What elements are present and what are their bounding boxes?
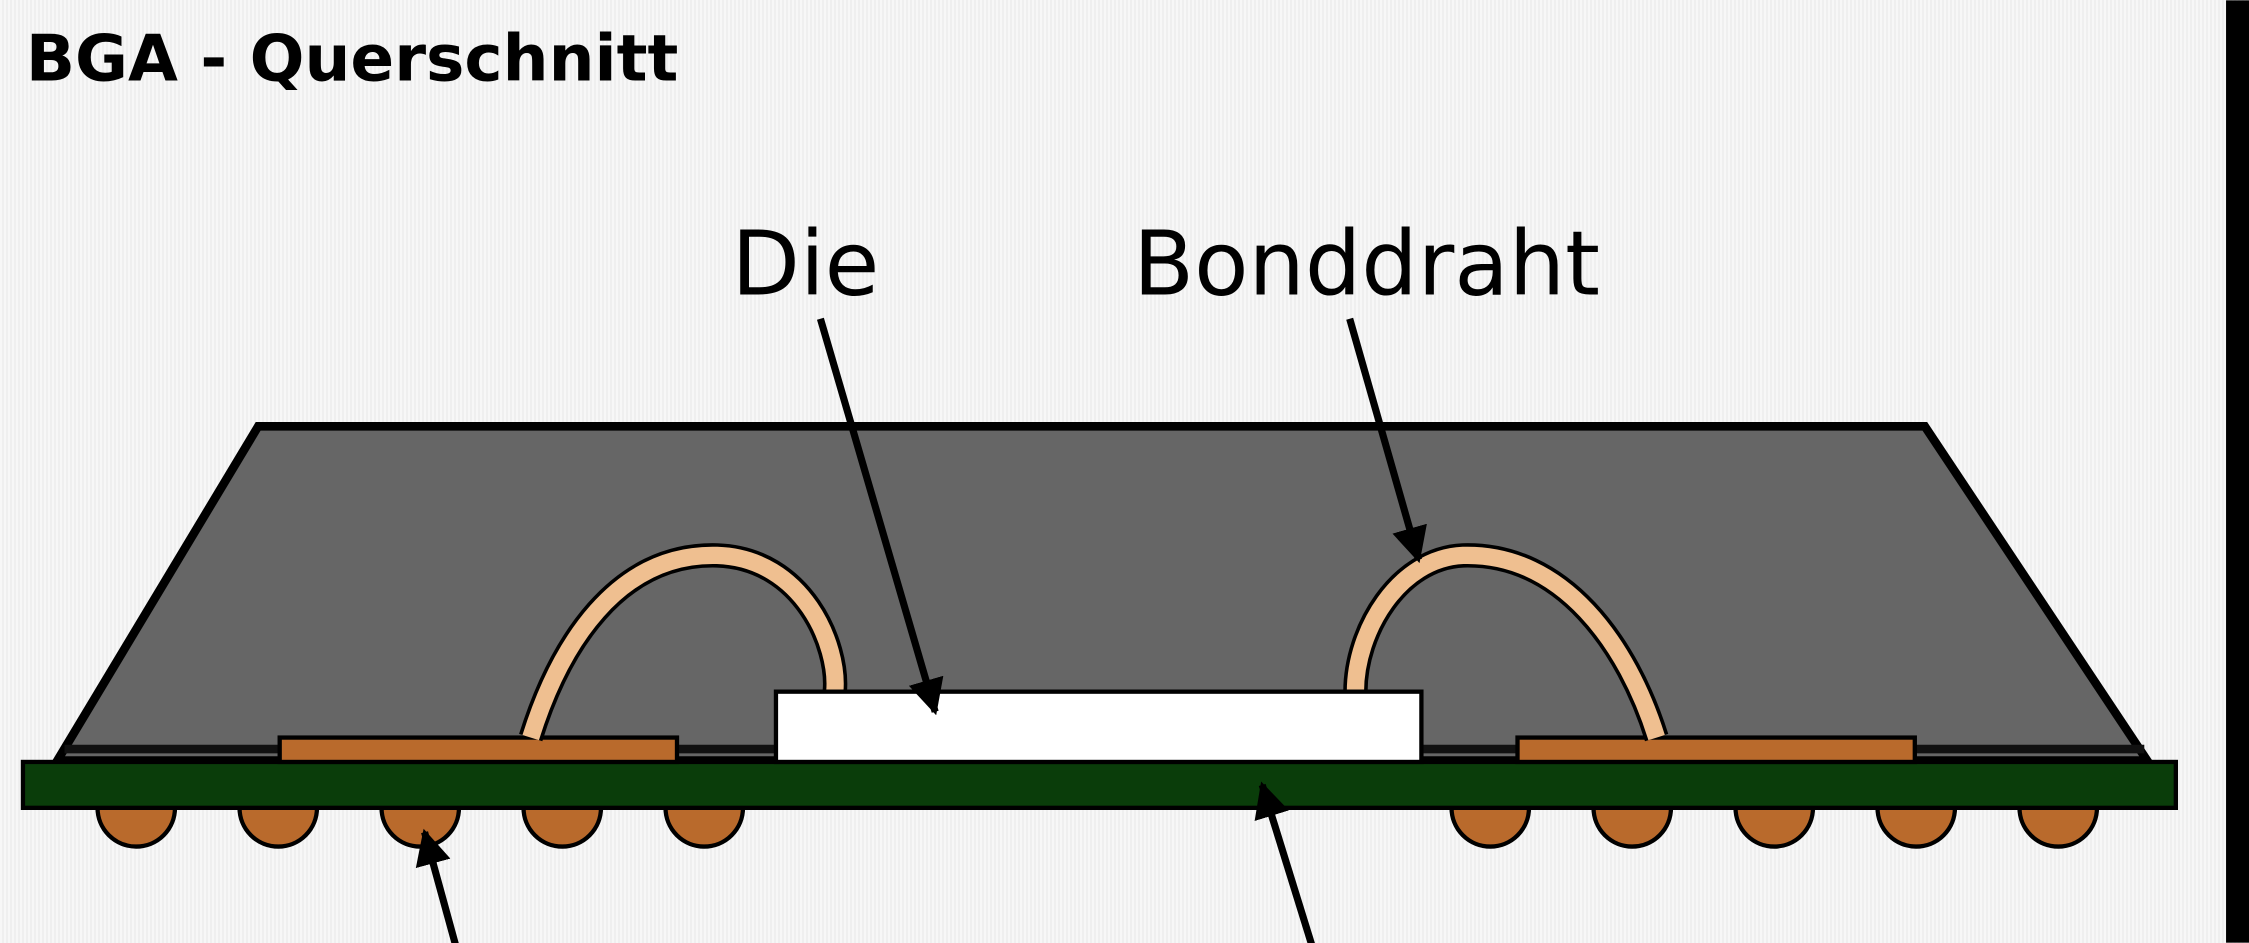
solder-balls xyxy=(95,805,2100,849)
solder-ball xyxy=(663,805,746,849)
label-bond-wire: Bonddraht xyxy=(1133,211,1600,315)
substrate xyxy=(20,759,2179,810)
bond-pad-left xyxy=(277,735,680,765)
label-die: Die xyxy=(731,211,879,315)
solder-ball xyxy=(95,805,178,849)
die xyxy=(773,689,1424,765)
arrow-die xyxy=(816,317,944,716)
arrow-substrate xyxy=(1254,781,1315,943)
solder-ball xyxy=(237,805,320,849)
arrow-bond-wire xyxy=(1346,317,1427,564)
pointer-arrows xyxy=(415,317,1427,943)
solder-ball xyxy=(1733,805,1816,849)
right-edge-bar xyxy=(2226,0,2249,943)
solder-ball xyxy=(2017,805,2100,849)
solder-ball xyxy=(1591,805,1674,849)
solder-ball xyxy=(1875,805,1958,849)
solder-ball xyxy=(521,805,604,849)
solder-ball xyxy=(1449,805,1532,849)
solder-ball xyxy=(379,805,462,849)
bond-wires xyxy=(519,543,1669,742)
arrow-solder-ball xyxy=(415,828,459,943)
diagram-title: BGA - Querschnitt xyxy=(26,22,679,97)
bond-pad-right xyxy=(1515,735,1917,765)
